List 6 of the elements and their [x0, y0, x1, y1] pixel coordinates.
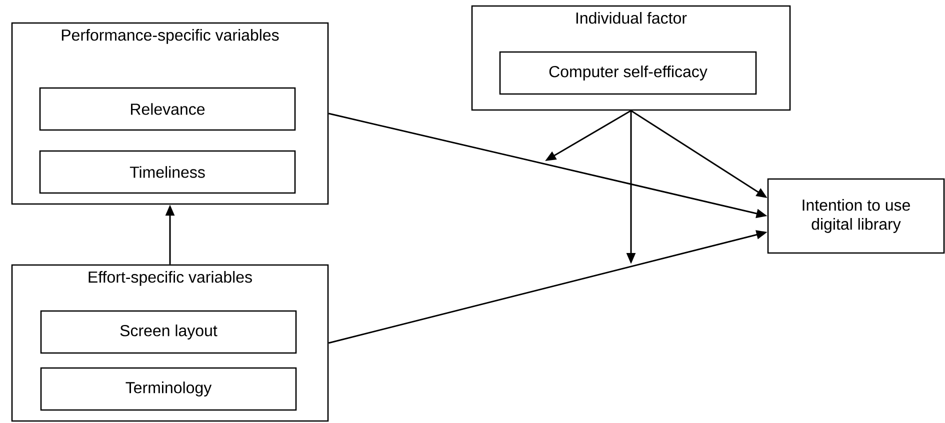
- variable-box: Terminology: [40, 367, 297, 411]
- variable-box: Screen layout: [40, 310, 297, 354]
- outcome-box: Intention to use digital library: [767, 178, 945, 254]
- variable-box: Relevance: [39, 87, 296, 131]
- variable-box: Computer self-efficacy: [499, 51, 757, 95]
- variable-box: Timeliness: [39, 150, 296, 194]
